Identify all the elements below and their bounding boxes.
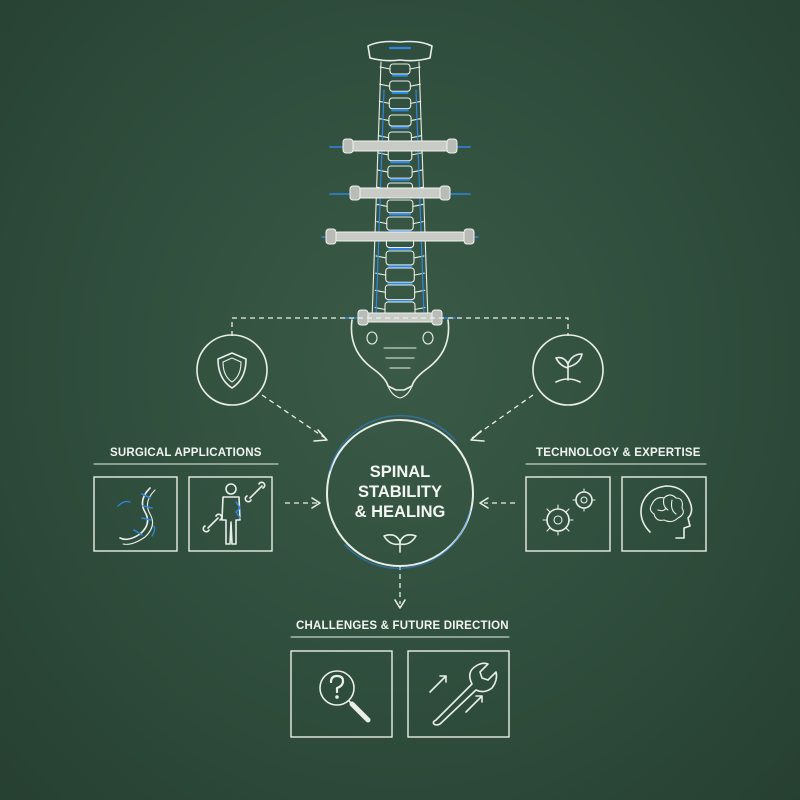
fixation-bar	[329, 138, 471, 154]
brain-head-icon	[640, 485, 693, 539]
shield-icon	[217, 352, 247, 389]
connector-lines	[231, 317, 569, 609]
center-node	[326, 414, 474, 570]
vertebra-process	[376, 221, 424, 225]
left-box-2	[188, 476, 273, 552]
vertebra-process	[378, 117, 422, 122]
vertebra	[385, 267, 415, 283]
sprout-icon	[555, 353, 583, 383]
wrench-arrows-icon	[429, 662, 498, 726]
bottom-box-2	[407, 650, 510, 738]
vertebra	[386, 199, 414, 214]
vertebra-process	[374, 306, 426, 311]
vertebra	[386, 216, 414, 231]
spine-illustration	[321, 40, 479, 399]
bottom-box-1	[290, 650, 393, 738]
vertebra	[388, 114, 412, 127]
vertebra	[387, 165, 413, 179]
vertebra-process	[379, 83, 421, 87]
right-box-2	[621, 476, 707, 552]
leaf-icon	[383, 534, 417, 553]
vertebra-process	[377, 152, 423, 156]
shield-circle	[196, 334, 268, 406]
center-title-line-2: STABILITY	[357, 483, 443, 501]
right-box-1	[525, 476, 611, 552]
vertebra-process	[378, 135, 422, 139]
center-title: SPINAL STABILITY & HEALING	[340, 462, 460, 522]
sprout-circle	[532, 334, 604, 406]
vertebra-process	[375, 272, 425, 276]
center-title-line-1: SPINAL	[369, 463, 431, 481]
fixation-bar	[329, 185, 471, 201]
center-title-line-3: & HEALING	[354, 503, 446, 521]
vertebra-process	[375, 255, 425, 259]
vertebra	[389, 63, 411, 75]
vertebra-process	[378, 100, 422, 104]
gears-icon	[542, 488, 596, 536]
left-box-1	[93, 476, 178, 552]
human-bone-injury-icon	[202, 481, 266, 545]
vertebra	[388, 97, 412, 110]
vertebra-process	[377, 169, 423, 173]
spine-curvature-icon	[117, 487, 156, 545]
section-label-technology-expertise: TECHNOLOGY & EXPERTISE	[536, 447, 701, 459]
vertebra-process	[379, 66, 421, 70]
section-label-challenges-future-direction: CHALLENGES & FUTURE DIRECTION	[296, 620, 509, 632]
section-label-surgical-applications: SURGICAL APPLICATIONS	[110, 447, 262, 459]
vertebra	[389, 80, 411, 92]
vertebra	[384, 284, 416, 301]
question-magnifier-icon	[319, 670, 371, 723]
vertebra-process	[376, 203, 424, 207]
vertebra-process	[374, 289, 426, 293]
fixation-bar	[321, 228, 479, 245]
vertebra	[385, 250, 415, 266]
